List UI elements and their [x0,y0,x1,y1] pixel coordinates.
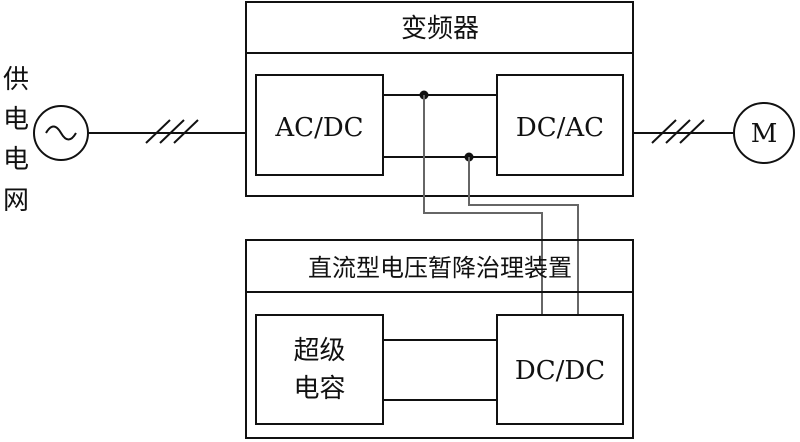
supercap-label-line: 超级 [293,336,345,366]
inverter-stage-label: DC/AC [516,113,604,143]
three-phase-marker-icon [651,119,705,144]
rectifier-label: AC/DC [274,113,363,143]
dc-link-wire-positive [423,95,543,315]
three-phase-marker-icon [145,119,199,144]
grid-label-char: 供 [3,65,29,95]
grid-label-char: 电 [3,105,29,135]
sag-device-title: 直流型电压暂降治理装置 [308,254,572,282]
rectifier-block [255,74,384,176]
grid-label-char: 电 [3,145,29,175]
motor-label: M [751,119,778,149]
supercap-block [255,314,384,425]
inverter-stage-block [496,74,624,176]
inverter-box [245,1,634,197]
grid-label-char: 网 [3,186,29,216]
supercap-label-line: 电容 [293,374,345,404]
motor-icon [733,102,795,164]
sag-device-box [245,239,634,439]
dc-link-wire-negative [468,157,579,315]
inverter-title: 变频器 [401,14,479,44]
dcdc-label: DC/DC [515,356,605,386]
ac-source-icon [33,105,89,161]
dcdc-block [496,314,624,425]
